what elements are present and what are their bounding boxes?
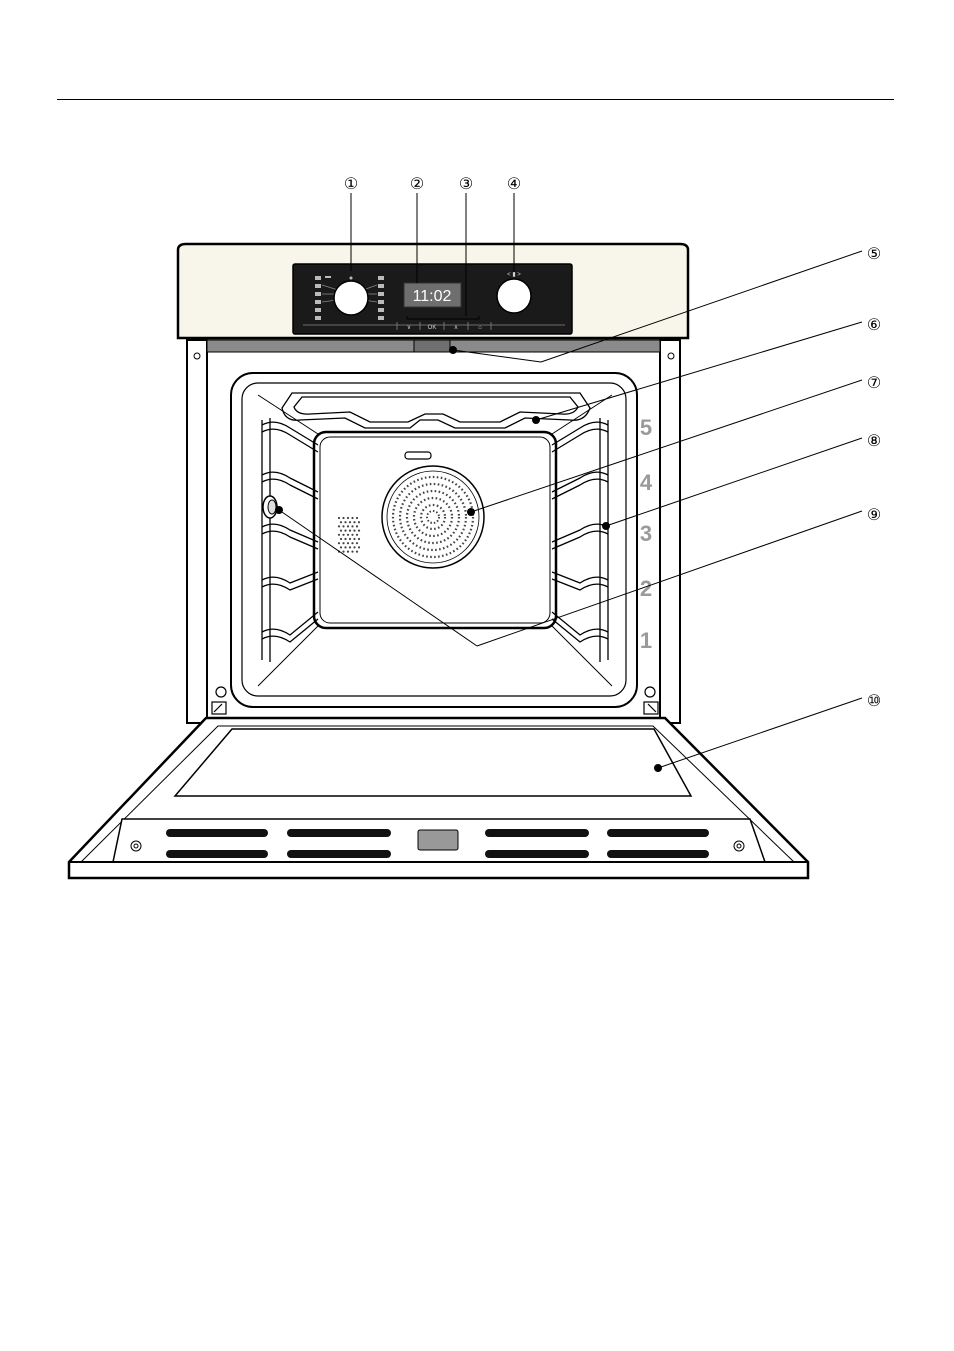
callout-7: ⑦ xyxy=(867,375,881,392)
home-sensor-button[interactable]: ⌂ xyxy=(478,325,482,331)
ok-sensor-button[interactable]: OK xyxy=(428,325,437,331)
display-time: 11:02 xyxy=(413,288,452,305)
callout-8: ⑧ xyxy=(867,433,881,450)
shelf-level-4: 4 xyxy=(640,470,653,495)
vent-dot xyxy=(349,546,351,548)
vent-dot xyxy=(344,546,346,548)
oven-door xyxy=(69,718,808,878)
vent-dot xyxy=(340,538,342,540)
vent-dot xyxy=(347,517,349,519)
callout-4: ④ xyxy=(507,176,521,193)
vent-dot xyxy=(351,517,353,519)
vent-dot xyxy=(338,517,340,519)
vent-dot xyxy=(358,538,360,540)
shelf-level-numbers: 5 4 3 2 1 xyxy=(640,415,653,653)
vent-dot xyxy=(349,521,351,523)
door-lock-sensor xyxy=(207,340,660,352)
vent-dot xyxy=(338,534,340,536)
vent-dot xyxy=(342,542,344,544)
vent-dot xyxy=(356,534,358,536)
vent-dot xyxy=(356,525,358,527)
vent-dot xyxy=(349,538,351,540)
vent-dot xyxy=(353,521,355,523)
vent-dot xyxy=(340,521,342,523)
shelf-level-1: 1 xyxy=(640,628,652,653)
vent-dot xyxy=(351,534,353,536)
vent-dot xyxy=(356,551,358,553)
knob-marks: < ▮ > xyxy=(507,272,521,278)
vent-dot xyxy=(347,542,349,544)
vent-dot xyxy=(342,525,344,527)
shelf-level-5: 5 xyxy=(640,415,652,440)
callout-10: ⑩ xyxy=(867,693,881,710)
up-sensor-button[interactable]: ∧ xyxy=(454,325,458,331)
vent-dot xyxy=(356,517,358,519)
vent-dot xyxy=(342,517,344,519)
vent-dot xyxy=(338,542,340,544)
vent-dot xyxy=(347,534,349,536)
vent-dot xyxy=(344,521,346,523)
vent-dot xyxy=(344,538,346,540)
socket-and-light xyxy=(263,496,277,518)
callout-2: ② xyxy=(410,176,424,193)
vent-dot xyxy=(358,546,360,548)
callout-3: ③ xyxy=(459,176,473,193)
vent-dot xyxy=(353,546,355,548)
vent-dot xyxy=(338,525,340,527)
vent-dot xyxy=(358,521,360,523)
vent-dot xyxy=(356,542,358,544)
fan-cover xyxy=(382,466,484,568)
callout-1: ① xyxy=(344,176,358,193)
vent-dot xyxy=(353,538,355,540)
vent-dot xyxy=(340,546,342,548)
callout-5: ⑤ xyxy=(867,246,881,263)
vent-dot xyxy=(351,551,353,553)
vent-dot xyxy=(358,530,360,532)
vent-dot xyxy=(347,525,349,527)
vent-dot xyxy=(340,530,342,532)
vent-dot xyxy=(351,525,353,527)
vent-dot xyxy=(351,542,353,544)
vent-dot xyxy=(342,534,344,536)
callout-6: ⑥ xyxy=(867,317,881,334)
display: 11:02 xyxy=(404,283,461,307)
vent-dot xyxy=(342,551,344,553)
vent-dot xyxy=(347,551,349,553)
callout-9: ⑨ xyxy=(867,507,881,524)
down-sensor-button[interactable]: ∨ xyxy=(407,325,411,331)
vent-dot xyxy=(353,530,355,532)
vent-dot xyxy=(349,530,351,532)
shelf-level-3: 3 xyxy=(640,521,652,546)
vent-dot xyxy=(344,530,346,532)
